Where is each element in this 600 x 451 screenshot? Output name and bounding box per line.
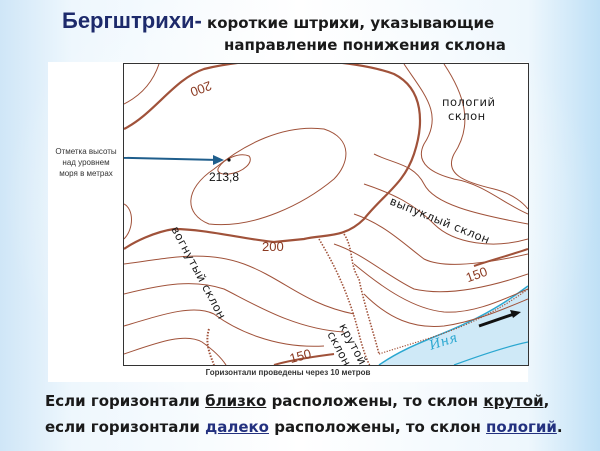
slide-title: Бергштрихи- короткие штрихи, указывающие [62, 8, 494, 34]
text-span: если горизонтали [45, 418, 206, 436]
annotation-line: моря в метрах [59, 169, 113, 178]
title-term: Бергштрихи- [62, 8, 202, 33]
conclusion-line-2: если горизонтали далеко расположены, то … [45, 414, 563, 440]
conclusion-text: Если горизонтали близко расположены, то … [45, 388, 563, 440]
title-definition-line2: направление понижения склона [224, 36, 506, 54]
topographic-map: 200 200 150 150 213,8 пологий склон выпу… [123, 63, 529, 366]
text-span: Если горизонтали [45, 392, 206, 410]
text-span: , [543, 392, 550, 410]
annotation-line: Отметка высоты [55, 147, 117, 156]
text-span: расположены, то склон [266, 392, 484, 410]
keyword-gentle: пологий [486, 418, 557, 436]
keyword-steep: крутой [483, 392, 544, 410]
annotation-line: над уровнем [62, 158, 110, 167]
title-definition: короткие штрихи, указывающие [201, 14, 495, 32]
elevation-annotation: Отметка высоты над уровнем моря в метрах [50, 146, 122, 179]
text-span: . [556, 418, 563, 436]
contour-map-graphic [124, 64, 528, 365]
keyword-close: близко [205, 392, 267, 410]
text-span: расположены, то склон [268, 418, 487, 436]
keyword-far: далеко [205, 418, 269, 436]
conclusion-line-1: Если горизонтали близко расположены, то … [45, 388, 563, 414]
figure-panel: Отметка высоты над уровнем моря в метрах [48, 62, 529, 382]
figure-caption: Горизонтали проведены через 10 метров [205, 368, 371, 377]
